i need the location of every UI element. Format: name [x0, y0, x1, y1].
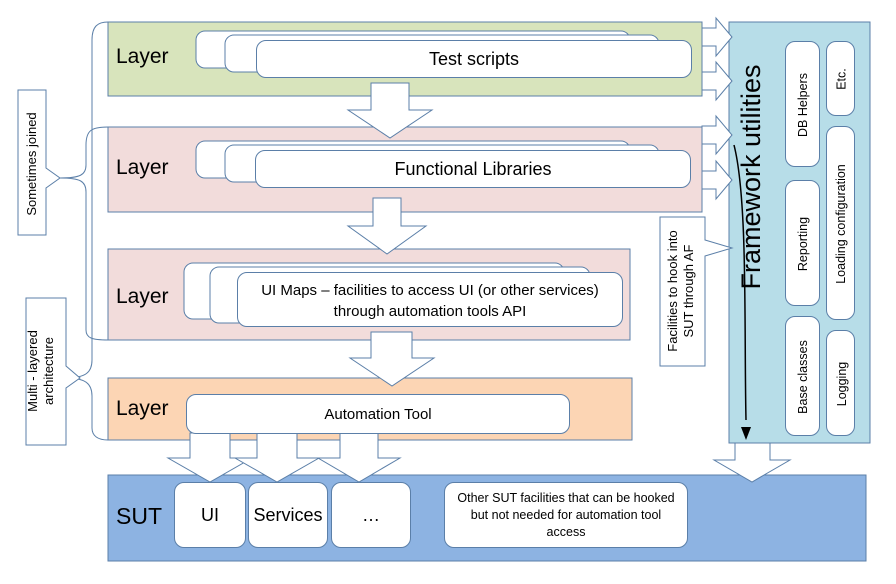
utility-reporting: Reporting	[785, 180, 820, 306]
utility-etc: Etc.	[826, 41, 855, 116]
arrow-to-sut-1	[166, 432, 254, 483]
arrow-right-2	[701, 60, 733, 102]
sut-other-facilities-box: Other SUT facilities that can be hooked …	[444, 482, 688, 548]
ui-maps-text-line-1: UI Maps – facilities to access UI (or ot…	[261, 282, 599, 299]
test-scripts-text: Test scripts	[428, 48, 520, 69]
test-scripts-box: Test scripts	[256, 40, 692, 78]
automation-tool-box: Automation Tool	[186, 394, 570, 434]
utility-loading-configuration-text: Loading configuration	[834, 164, 848, 284]
sut-item-ui: UI	[174, 482, 246, 548]
brace-sometimes-joined	[59, 126, 109, 341]
sometimes-joined-label: Sometimes joined	[24, 112, 39, 216]
framework-title: Framework utilities	[736, 64, 766, 290]
arrow-right-3	[701, 114, 733, 156]
callout-sometimes-joined	[17, 89, 61, 236]
utility-logging-text: Logging	[835, 361, 849, 407]
hook-facilities-label: Facilities to hook into SUT through AF	[665, 230, 696, 352]
arrow-down-3	[348, 331, 436, 387]
arrow-down-2	[346, 197, 428, 255]
utility-db-helpers: DB Helpers	[785, 41, 820, 167]
ui-maps-text-line-2: through automation tools API	[333, 303, 527, 320]
utility-loading-configuration: Loading configuration	[826, 126, 855, 320]
utility-base-classes: Base classes	[785, 316, 820, 436]
automation-tool-text: Automation Tool	[324, 405, 432, 423]
callout-multi-layered	[25, 297, 81, 446]
layer-1-label: Layer	[116, 45, 169, 68]
utility-base-classes-text: Base classes	[796, 340, 810, 414]
layer-3-label: Layer	[116, 285, 169, 308]
hook-line	[733, 144, 747, 421]
sut-label: SUT	[116, 503, 162, 529]
layer-2-label: Layer	[116, 156, 169, 179]
functional-libraries-box: Functional Libraries	[255, 150, 691, 188]
arrow-right-1	[701, 16, 733, 58]
functional-libraries-text: Functional Libraries	[394, 158, 552, 179]
utility-logging: Logging	[826, 330, 855, 436]
arrow-right-4	[701, 159, 733, 201]
utility-db-helpers-text: DB Helpers	[796, 73, 810, 137]
sut-other-facilities-text: Other SUT facilities that can be hooked …	[457, 490, 675, 539]
utility-reporting-text: Reporting	[796, 216, 810, 272]
sut-item-services-text: Services	[253, 504, 323, 525]
sut-item-services: Services	[248, 482, 328, 548]
sut-item-ui-text: UI	[201, 504, 219, 525]
arrow-down-1	[346, 82, 434, 139]
sut-item-more: …	[331, 482, 411, 548]
arrow-framework-to-sut	[712, 442, 792, 483]
hook-arrowhead	[741, 427, 751, 440]
utility-etc-text: Etc.	[834, 68, 849, 90]
arrow-to-sut-3	[316, 432, 402, 483]
arrow-to-sut-2	[233, 432, 321, 483]
layer-4-label: Layer	[116, 397, 169, 420]
multi-layered-label: Multi - layered architecture	[25, 330, 56, 412]
sut-item-more-text: …	[362, 504, 380, 525]
ui-maps-box: UI Maps – facilities to access UI (or ot…	[237, 272, 623, 327]
callout-hook-facilities	[659, 216, 734, 367]
